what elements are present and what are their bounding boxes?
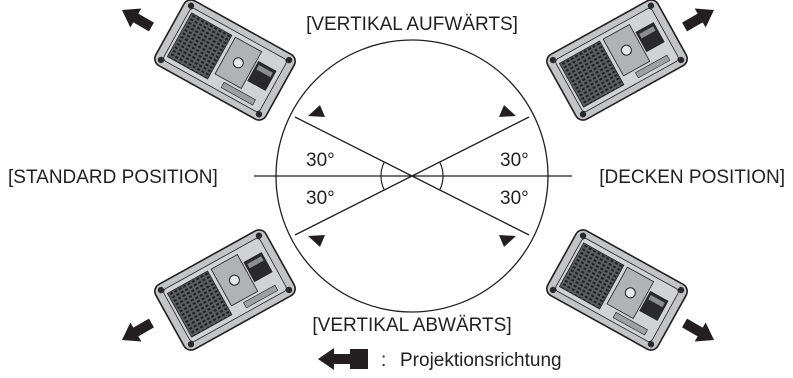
projection-arrow-upper-left	[116, 0, 157, 37]
projector-upper-right	[543, 0, 691, 124]
angle-arc-left	[380, 161, 385, 191]
projector-lower-right	[543, 226, 691, 354]
label-vertical-up: [VERTIKAL AUFWÄRTS]	[306, 14, 518, 35]
projection-arrow-lower-right	[679, 313, 720, 350]
legend-arrow-icon	[318, 348, 352, 370]
angle-label-upper-right: 30°	[500, 150, 529, 171]
diagonal-line-ascending	[294, 116, 530, 236]
label-standard-position: [STANDARD POSITION]	[8, 167, 218, 188]
legend: : Projektionsrichtung	[318, 348, 562, 371]
angle-label-lower-right: 30°	[500, 188, 529, 209]
projector-upper-left	[151, 0, 299, 124]
angle-label-upper-left: 30°	[306, 150, 335, 171]
projector-lower-left	[151, 226, 299, 354]
label-vertical-down: [VERTIKAL ABWÄRTS]	[312, 315, 511, 336]
angle-label-lower-left: 30°	[306, 188, 335, 209]
projection-arrow-lower-left	[116, 313, 157, 350]
angle-arc-right	[439, 161, 444, 191]
legend-colon: :	[381, 350, 386, 371]
legend-arrow-tail	[350, 349, 368, 369]
label-ceiling-position: [DECKEN POSITION]	[599, 167, 785, 188]
projection-arrow-upper-right	[679, 0, 720, 37]
circle-arrowheads	[308, 105, 516, 247]
legend-text: Projektionsrichtung	[400, 350, 562, 371]
